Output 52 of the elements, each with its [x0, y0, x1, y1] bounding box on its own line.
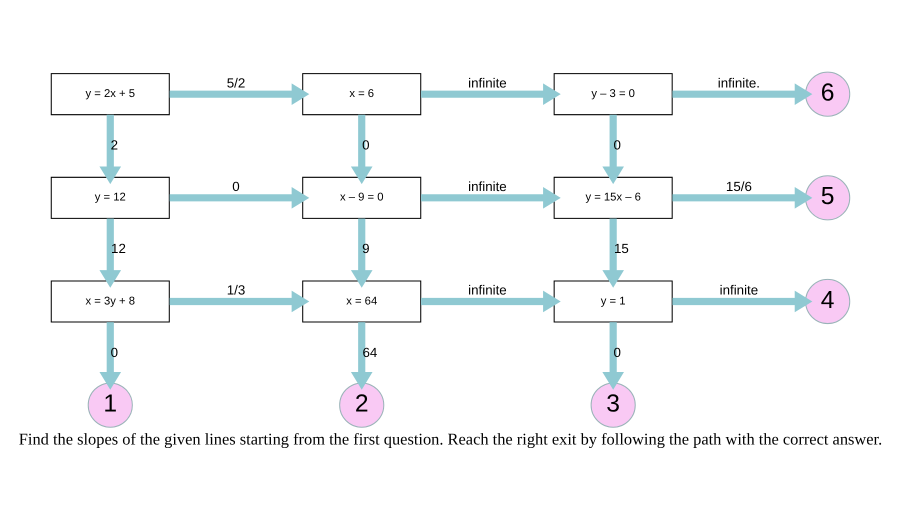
node-circle: 5 — [805, 175, 850, 220]
node-box: x = 64 — [302, 280, 422, 323]
arrow — [170, 187, 310, 209]
node-box: y = 12 — [50, 176, 170, 219]
edge-label: 0 — [110, 344, 118, 360]
node-circle: 3 — [590, 382, 636, 428]
edge-label: 15/6 — [726, 179, 752, 194]
edge-label: 2 — [110, 137, 118, 152]
edge-label: infinite — [468, 282, 507, 298]
edge-label: 0 — [614, 137, 621, 152]
edge-label: 0 — [614, 344, 621, 360]
arrow — [99, 114, 122, 184]
edge-label: 12 — [111, 241, 126, 256]
arrow — [99, 322, 122, 390]
edge-label: 5/2 — [226, 75, 246, 90]
node-circle: 4 — [805, 278, 850, 324]
node-box: y = 15x – 6 — [554, 176, 673, 219]
edge-label: infinite — [468, 179, 507, 194]
arrow — [350, 322, 373, 390]
arrow — [602, 322, 624, 390]
arrow — [170, 290, 310, 312]
edge-label: 0 — [232, 179, 240, 194]
arrow — [672, 290, 812, 312]
arrow — [350, 114, 373, 184]
node-circle: 1 — [88, 382, 133, 428]
node-box: x = 3y + 8 — [50, 280, 170, 323]
node-circle: 6 — [805, 72, 850, 117]
edge-label: 64 — [362, 344, 378, 360]
arrow — [602, 218, 624, 288]
edge-label: 15 — [614, 241, 629, 256]
node-circle: 2 — [339, 382, 384, 428]
arrow — [421, 187, 561, 209]
edge-label: 9 — [362, 241, 370, 256]
node-box: y = 1 — [554, 280, 673, 323]
node-box: y = 2x + 5 — [50, 73, 170, 116]
arrow — [99, 218, 122, 288]
edge-label: 1/3 — [226, 282, 246, 298]
node-box: x – 9 = 0 — [302, 176, 422, 219]
arrow — [350, 218, 373, 288]
node-box: y – 3 = 0 — [554, 73, 673, 116]
arrow — [170, 83, 310, 105]
edge-label: 0 — [362, 137, 370, 152]
arrow — [421, 290, 561, 312]
arrow — [672, 187, 812, 209]
edge-label: infinite. — [718, 75, 760, 90]
edge-label: infinite — [468, 75, 507, 90]
arrow — [672, 83, 812, 105]
caption: Find the slopes of the given lines starting from the first question. Reach the right exit by following the path with the correct answer. — [18, 429, 882, 448]
edge-label: infinite — [720, 282, 758, 298]
arrow — [421, 83, 561, 105]
arrow — [602, 114, 624, 184]
node-box: x = 6 — [302, 73, 422, 116]
